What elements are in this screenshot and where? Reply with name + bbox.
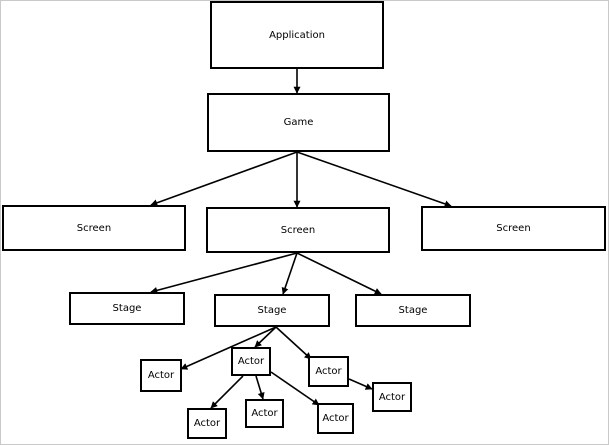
node-label: Stage bbox=[112, 303, 142, 314]
node-actor-5: Actor bbox=[245, 399, 284, 428]
edge-screen-2-stage-1 bbox=[150, 252, 298, 294]
edge-actor-3-actor-4 bbox=[348, 378, 373, 390]
edge-actor-2-actor-6 bbox=[270, 371, 320, 406]
node-label: Screen bbox=[280, 224, 316, 236]
node-actor-4: Actor bbox=[372, 382, 412, 412]
node-stage-3: Stage bbox=[355, 294, 471, 327]
edge-screen-2-stage-3 bbox=[296, 252, 382, 295]
node-label: Actor bbox=[315, 366, 342, 377]
node-label: Actor bbox=[147, 370, 175, 381]
node-label: Stage bbox=[398, 305, 428, 316]
edge-stage-2-actor-1 bbox=[180, 326, 277, 370]
node-label: Actor bbox=[378, 391, 406, 403]
node-label: Screen bbox=[496, 223, 531, 234]
edge-stage-2-actor-2 bbox=[254, 326, 277, 348]
edge-stage-2-actor-3 bbox=[275, 326, 312, 360]
node-label: Actor bbox=[237, 356, 265, 367]
node-label: Actor bbox=[193, 418, 221, 429]
node-stage-1: Stage bbox=[69, 292, 185, 325]
node-label: Application bbox=[269, 29, 325, 41]
node-actor-2: Actor bbox=[231, 347, 271, 376]
node-label: Screen bbox=[76, 222, 112, 234]
node-screen-2: Screen bbox=[206, 207, 390, 253]
node-stage-2: Stage bbox=[214, 294, 330, 327]
edge-game-screen-3 bbox=[296, 151, 452, 208]
edge-game-screen-1 bbox=[150, 151, 298, 207]
edge-actor-2-actor-7 bbox=[210, 375, 244, 409]
node-label: Game bbox=[283, 117, 314, 128]
node-actor-3: Actor bbox=[308, 356, 349, 387]
edge-screen-2-stage-2 bbox=[281, 252, 298, 295]
node-game: Game bbox=[207, 93, 390, 152]
node-screen-1: Screen bbox=[2, 205, 186, 251]
node-screen-3: Screen bbox=[421, 206, 606, 251]
node-label: Stage bbox=[257, 305, 287, 316]
edge-actor-2-actor-5 bbox=[255, 375, 265, 400]
node-label: Actor bbox=[251, 408, 278, 419]
node-label: Actor bbox=[322, 413, 349, 424]
node-application: Application bbox=[210, 1, 384, 69]
node-actor-7: Actor bbox=[187, 408, 227, 439]
node-actor-6: Actor bbox=[317, 403, 354, 434]
node-actor-1: Actor bbox=[140, 359, 182, 392]
